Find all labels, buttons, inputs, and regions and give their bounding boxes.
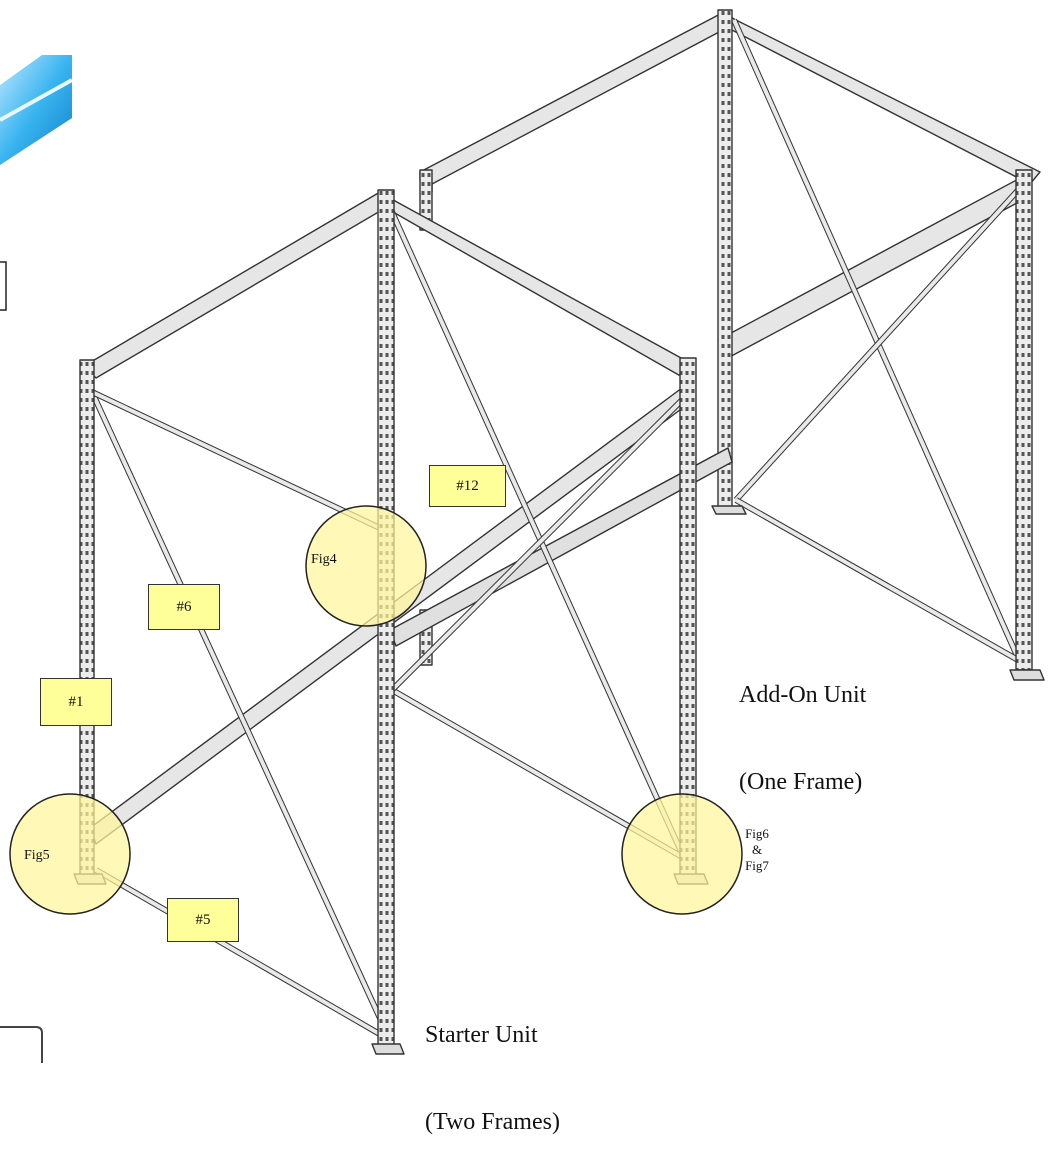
fig6-fig7-highlight-circle [621, 793, 743, 915]
part-label-6: #6 [148, 584, 220, 630]
fig4-highlight-circle [305, 505, 427, 627]
addon-unit-caption: Add-On Unit (One Frame) [739, 623, 866, 826]
addon-caption-line1: Add-On Unit [739, 682, 867, 708]
part-label-5: #5 [167, 898, 239, 942]
partial-frame-left [0, 261, 7, 311]
partial-frame-bottom [0, 1026, 43, 1063]
fig6-label: Fig6 [745, 826, 769, 841]
shelving-assembly-diagram [0, 9, 1045, 1063]
blue-block-fragment [0, 55, 73, 165]
fig6-fig7-label: Fig6 & Fig7 [744, 826, 770, 874]
fig5-label: Fig5 [24, 848, 50, 863]
part-label-12: #12 [429, 465, 506, 507]
starter-caption-line1: Starter Unit [425, 1022, 538, 1048]
fig5-highlight-circle [9, 793, 131, 915]
fig4-label: Fig4 [311, 552, 337, 567]
part-label-1: #1 [40, 678, 112, 726]
starter-caption-line2: (Two Frames) [425, 1109, 560, 1135]
fig-ampersand: & [751, 842, 763, 857]
addon-caption-line2: (One Frame) [739, 769, 863, 795]
fig7-label: Fig7 [745, 858, 769, 873]
starter-unit-caption: Starter Unit (Two Frames) [425, 963, 560, 1166]
